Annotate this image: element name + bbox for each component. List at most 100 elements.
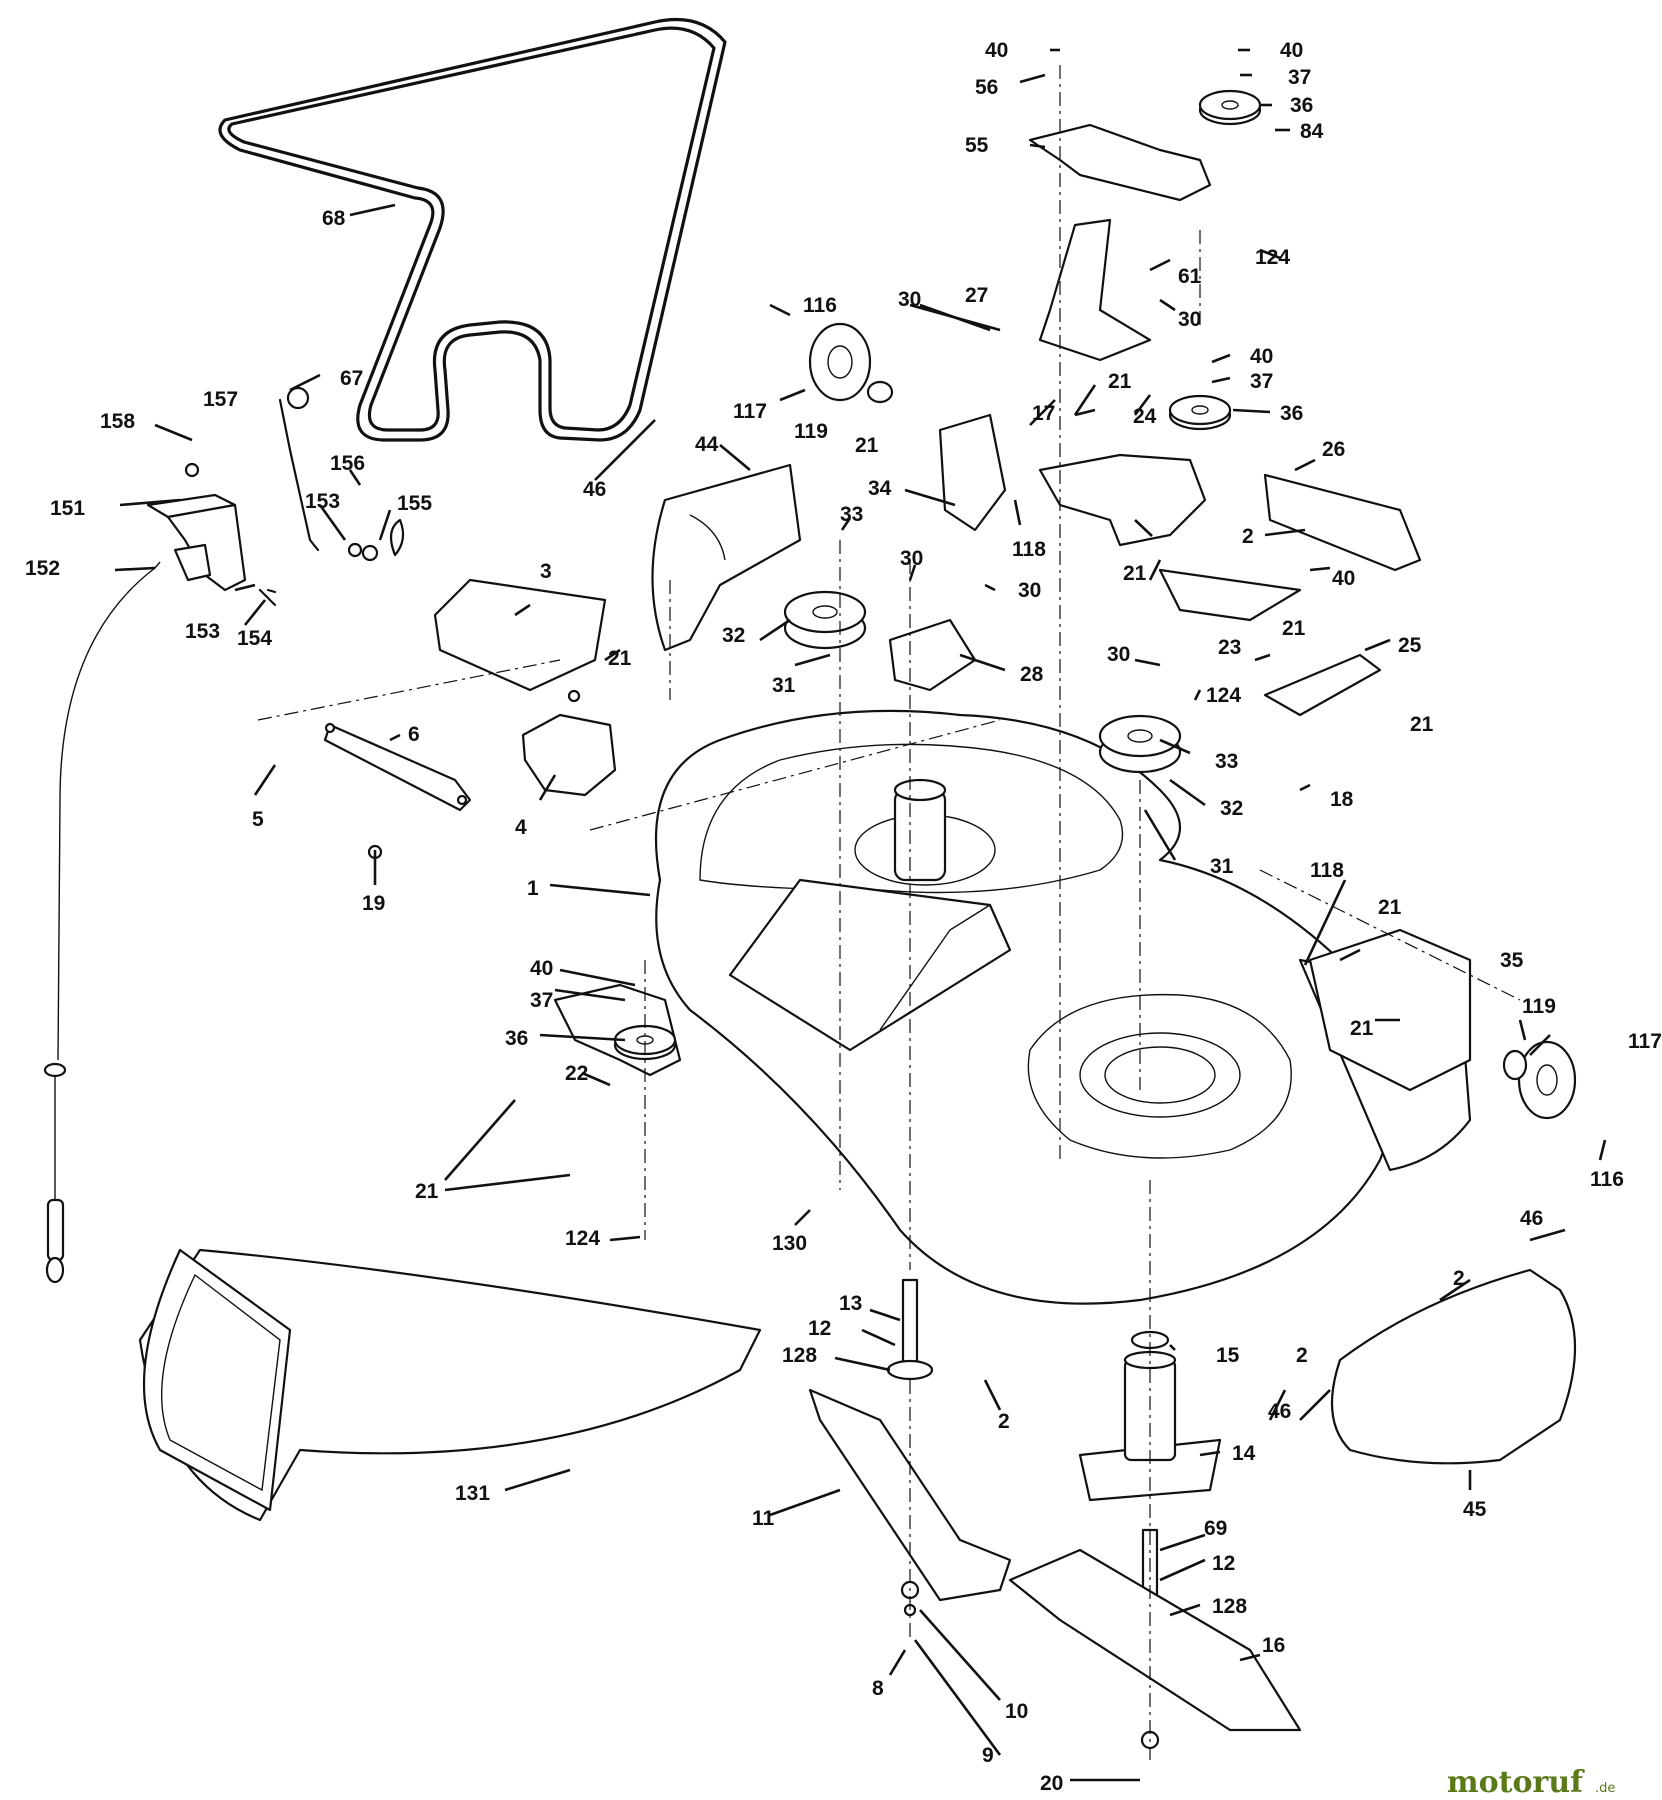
callout-21: 21	[1108, 370, 1132, 393]
callout-21: 21	[1410, 713, 1434, 736]
callout-23: 23	[1218, 636, 1241, 659]
callout-158: 158	[100, 410, 135, 433]
callout-131: 131	[455, 1482, 490, 1505]
watermark-tld: .de	[1595, 1781, 1615, 1796]
callout-124: 124	[1206, 684, 1241, 707]
callout-2: 2	[1453, 1267, 1465, 1290]
gauge-wheels	[808, 322, 1577, 1120]
callout-20: 20	[1040, 1772, 1063, 1795]
callout-157: 157	[203, 388, 238, 411]
callout-40: 40	[1250, 345, 1273, 368]
baffles	[651, 463, 1577, 1465]
callout-119: 119	[1522, 995, 1556, 1018]
watermark-logo: motoruf .de	[1447, 1765, 1615, 1800]
callout-25: 25	[1398, 634, 1422, 657]
callout-46: 46	[1520, 1207, 1543, 1230]
assembly-lines	[257, 65, 1521, 1760]
callout-24: 24	[1133, 405, 1157, 428]
front-brackets	[323, 578, 617, 860]
callout-32: 32	[722, 624, 745, 647]
callout-116: 116	[803, 294, 837, 317]
callout-17: 17	[1032, 402, 1055, 425]
drive-belt	[218, 17, 727, 442]
callout-2: 2	[1242, 525, 1254, 548]
callout-33: 33	[1215, 750, 1238, 773]
callout-36: 36	[505, 1027, 528, 1050]
callout-30: 30	[1018, 579, 1041, 602]
callout-37: 37	[1288, 66, 1311, 89]
callout-128: 128	[782, 1344, 817, 1367]
callout-30: 30	[1107, 643, 1130, 666]
callout-31: 31	[772, 674, 796, 697]
callout-16: 16	[1262, 1634, 1285, 1657]
callout-40: 40	[985, 39, 1008, 62]
callout-44: 44	[695, 433, 719, 456]
callout-119: 119	[794, 420, 828, 443]
callout-26: 26	[1322, 438, 1345, 461]
callout-117: 117	[1628, 1030, 1662, 1053]
callout-2: 2	[998, 1410, 1010, 1433]
callout-156: 156	[330, 452, 365, 475]
callout-36: 36	[1280, 402, 1303, 425]
leader-lines	[114, 48, 1607, 1782]
callout-35: 35	[1500, 949, 1524, 972]
watermark-brand: motoruf	[1447, 1765, 1585, 1800]
callout-153: 153	[305, 490, 340, 513]
callout-31: 31	[1210, 855, 1234, 878]
callout-10: 10	[1005, 1700, 1028, 1723]
callout-21: 21	[1350, 1017, 1374, 1040]
callout-21: 21	[1378, 896, 1402, 919]
callout-labels: 40 40 37 56 36 84 55 68 61 124 116 30 27…	[25, 39, 1662, 1795]
callout-61: 61	[1178, 265, 1202, 288]
callout-37: 37	[1250, 370, 1273, 393]
callout-32: 32	[1220, 797, 1243, 820]
callout-124: 124	[1255, 246, 1290, 269]
grass-discharge-chute	[138, 1248, 762, 1522]
callout-21: 21	[1282, 617, 1306, 640]
callout-45: 45	[1463, 1498, 1487, 1521]
callout-37: 37	[530, 989, 553, 1012]
callout-19: 19	[362, 892, 385, 915]
callout-1: 1	[527, 877, 539, 900]
callout-22: 22	[565, 1062, 588, 1085]
callout-15: 15	[1216, 1344, 1240, 1367]
callout-36: 36	[1290, 94, 1313, 117]
idler-brackets	[553, 123, 1472, 1092]
callout-21: 21	[415, 1180, 439, 1203]
callout-2: 2	[1296, 1344, 1308, 1367]
callout-55: 55	[965, 134, 989, 157]
callout-30: 30	[1178, 308, 1201, 331]
callout-27: 27	[965, 284, 988, 307]
callout-40: 40	[530, 957, 553, 980]
callout-56: 56	[975, 76, 998, 99]
callout-46: 46	[1268, 1400, 1291, 1423]
callout-6: 6	[408, 723, 420, 746]
callout-30: 30	[900, 547, 923, 570]
callout-30: 30	[898, 288, 921, 311]
callout-68: 68	[322, 207, 346, 230]
callout-18: 18	[1330, 788, 1354, 811]
callout-155: 155	[397, 492, 432, 515]
callout-67: 67	[340, 367, 363, 390]
callout-128: 128	[1212, 1595, 1247, 1618]
callout-8: 8	[872, 1677, 884, 1700]
callout-84: 84	[1300, 120, 1324, 143]
callout-118: 118	[1012, 538, 1046, 561]
callout-21: 21	[1123, 562, 1147, 585]
callout-153: 153	[185, 620, 220, 643]
callout-154: 154	[237, 627, 272, 650]
callout-12: 12	[808, 1317, 831, 1340]
callout-124: 124	[565, 1227, 600, 1250]
callout-12: 12	[1212, 1552, 1235, 1575]
callout-4: 4	[515, 816, 527, 839]
callout-11: 11	[752, 1507, 775, 1530]
callout-9: 9	[982, 1744, 994, 1767]
callout-14: 14	[1232, 1442, 1256, 1465]
callout-151: 151	[50, 497, 85, 520]
callout-33: 33	[840, 503, 863, 526]
callout-34: 34	[868, 477, 892, 500]
callout-69: 69	[1204, 1517, 1227, 1540]
callout-117: 117	[733, 400, 767, 423]
callout-21: 21	[608, 647, 632, 670]
